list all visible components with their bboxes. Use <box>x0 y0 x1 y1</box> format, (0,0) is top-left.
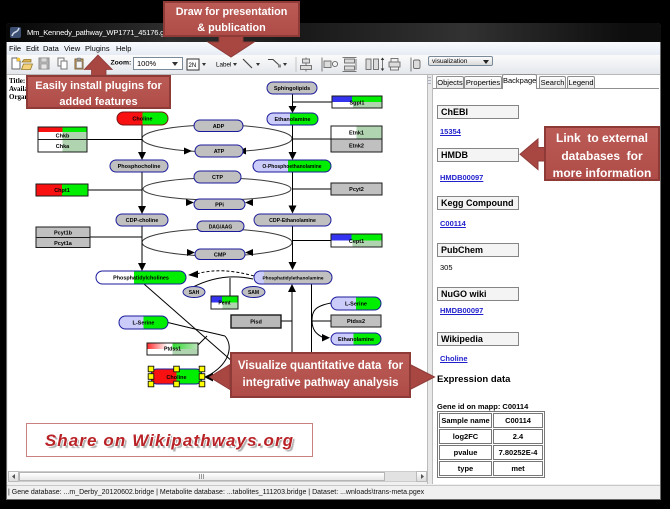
svg-text:Etnk1: Etnk1 <box>349 131 364 137</box>
svg-text:Ethanolamine: Ethanolamine <box>338 337 374 343</box>
svg-text:SAH: SAH <box>189 290 200 296</box>
svg-text:SAM: SAM <box>248 290 259 296</box>
svg-text:CTP: CTP <box>212 175 223 181</box>
svg-text:Zoom:: Zoom: <box>111 60 132 67</box>
svg-text:Phosphatidylcholines: Phosphatidylcholines <box>113 276 169 282</box>
svg-text:Choline: Choline <box>132 117 152 123</box>
svg-text:Chpt1: Chpt1 <box>54 188 70 194</box>
svg-text:Chkb: Chkb <box>56 134 70 140</box>
svg-text:Ptdss1: Ptdss1 <box>164 347 181 353</box>
svg-text:DAG/AAG: DAG/AAG <box>209 225 233 231</box>
svg-text:Chka: Chka <box>56 144 70 150</box>
svg-text:O-Phosphoethanolamine: O-Phosphoethanolamine <box>262 164 321 170</box>
svg-text:L-Serine: L-Serine <box>132 321 154 327</box>
svg-text:PPi: PPi <box>215 203 224 209</box>
svg-text:Sphingolipids: Sphingolipids <box>274 86 310 92</box>
svg-text:Sgpl1: Sgpl1 <box>350 101 365 107</box>
svg-text:Pcyt1a: Pcyt1a <box>54 241 73 247</box>
svg-text:Choline: Choline <box>166 375 186 381</box>
svg-text:2N: 2N <box>189 63 197 69</box>
svg-text:Pemt: Pemt <box>218 301 231 307</box>
svg-text:Etnk2: Etnk2 <box>349 144 364 150</box>
svg-text:Label: Label <box>216 62 231 69</box>
svg-text:L-Serine: L-Serine <box>345 302 367 308</box>
svg-text:CMP: CMP <box>214 253 227 259</box>
svg-text:CDP-choline: CDP-choline <box>126 218 159 224</box>
svg-text:Ethanolamine: Ethanolamine <box>274 117 310 123</box>
svg-text:Phosphatidylethanolamine: Phosphatidylethanolamine <box>262 276 323 282</box>
svg-text:Pcyt1b: Pcyt1b <box>54 231 73 237</box>
svg-text:Pcyt2: Pcyt2 <box>349 187 364 193</box>
svg-text:CDP-Ethanolamine: CDP-Ethanolamine <box>269 218 316 224</box>
svg-text:Phosphocholine: Phosphocholine <box>118 164 161 170</box>
svg-text:Pisd: Pisd <box>250 320 262 326</box>
svg-text:Ptdss2: Ptdss2 <box>347 319 365 325</box>
svg-text:ADP: ADP <box>213 124 225 130</box>
svg-text:ATP: ATP <box>214 149 225 155</box>
svg-text:Cept1: Cept1 <box>349 239 364 245</box>
